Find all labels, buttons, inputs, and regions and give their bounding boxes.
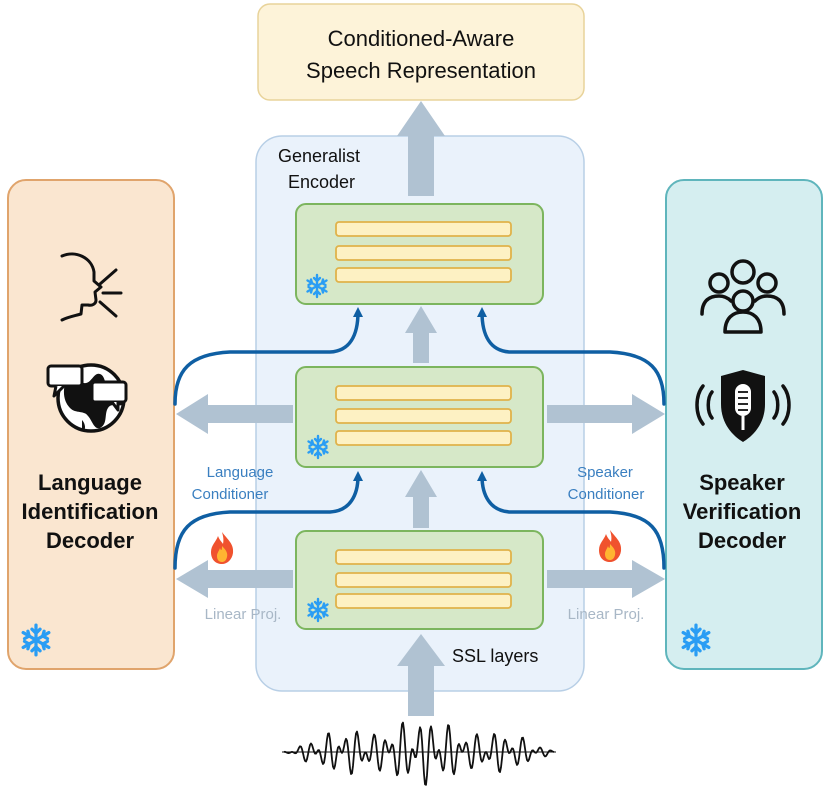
output-label-line2: Speech Representation xyxy=(306,58,536,83)
language-conditioner-arrow-upper xyxy=(173,307,363,406)
fire-icon xyxy=(211,532,234,564)
encoder-layer-middle xyxy=(295,366,544,468)
right-linear-proj-label: Linear Proj. xyxy=(568,606,645,623)
left-linear-proj-label: Linear Proj. xyxy=(205,606,282,623)
language-conditioner-label-line2: Conditioner xyxy=(192,486,269,503)
left-decoder-line3: Decoder xyxy=(46,528,134,553)
speaker-conditioner-arrow-upper xyxy=(477,307,666,406)
encoder-layer-top xyxy=(295,203,544,305)
arrow-to-language-decoder-lower xyxy=(176,560,293,598)
output-label-line1: Conditioned-Aware xyxy=(328,26,515,51)
audio-waveform-icon xyxy=(282,721,556,786)
encoder-title-line2: Encoder xyxy=(288,172,355,192)
speaking-head-icon xyxy=(60,252,123,322)
output-representation-box: Conditioned-Aware Speech Representation xyxy=(257,3,585,101)
left-decoder-line2: Identification xyxy=(22,499,159,524)
speaker-conditioner-arrow-lower xyxy=(477,471,666,570)
conditioner-arrows xyxy=(173,307,666,570)
language-conditioner-label-line1: Language xyxy=(207,464,274,481)
encoder-layer-bottom xyxy=(295,530,544,630)
right-decoder-line2: Verification xyxy=(683,499,802,524)
arrow-to-speaker-decoder-upper xyxy=(547,394,665,434)
left-decoder-line1: Language xyxy=(38,470,142,495)
shield-microphone-icon xyxy=(695,370,791,442)
speaker-conditioner-label-line2: Conditioner xyxy=(568,486,645,503)
right-decoder-line3: Decoder xyxy=(698,528,786,553)
ssl-layers-label: SSL layers xyxy=(452,646,538,666)
arrow-input-to-ssl xyxy=(397,634,445,716)
speaker-conditioner-label-line1: Speaker xyxy=(577,464,633,481)
gray-arrows xyxy=(176,101,665,716)
encoder-title-line1: Generalist xyxy=(278,146,360,166)
arrow-to-output xyxy=(397,101,445,196)
arrow-to-language-decoder-upper xyxy=(176,394,293,434)
arrow-layer2-to-layer1 xyxy=(405,306,437,363)
globe-chat-icon xyxy=(46,363,128,433)
language-conditioner-arrow-lower xyxy=(173,471,363,570)
right-decoder-line1: Speaker xyxy=(699,470,785,495)
fire-icon xyxy=(599,530,622,562)
arrow-layer3-to-layer2 xyxy=(405,470,437,528)
people-group-icon xyxy=(700,259,786,334)
arrow-to-speaker-decoder-lower xyxy=(547,560,665,598)
